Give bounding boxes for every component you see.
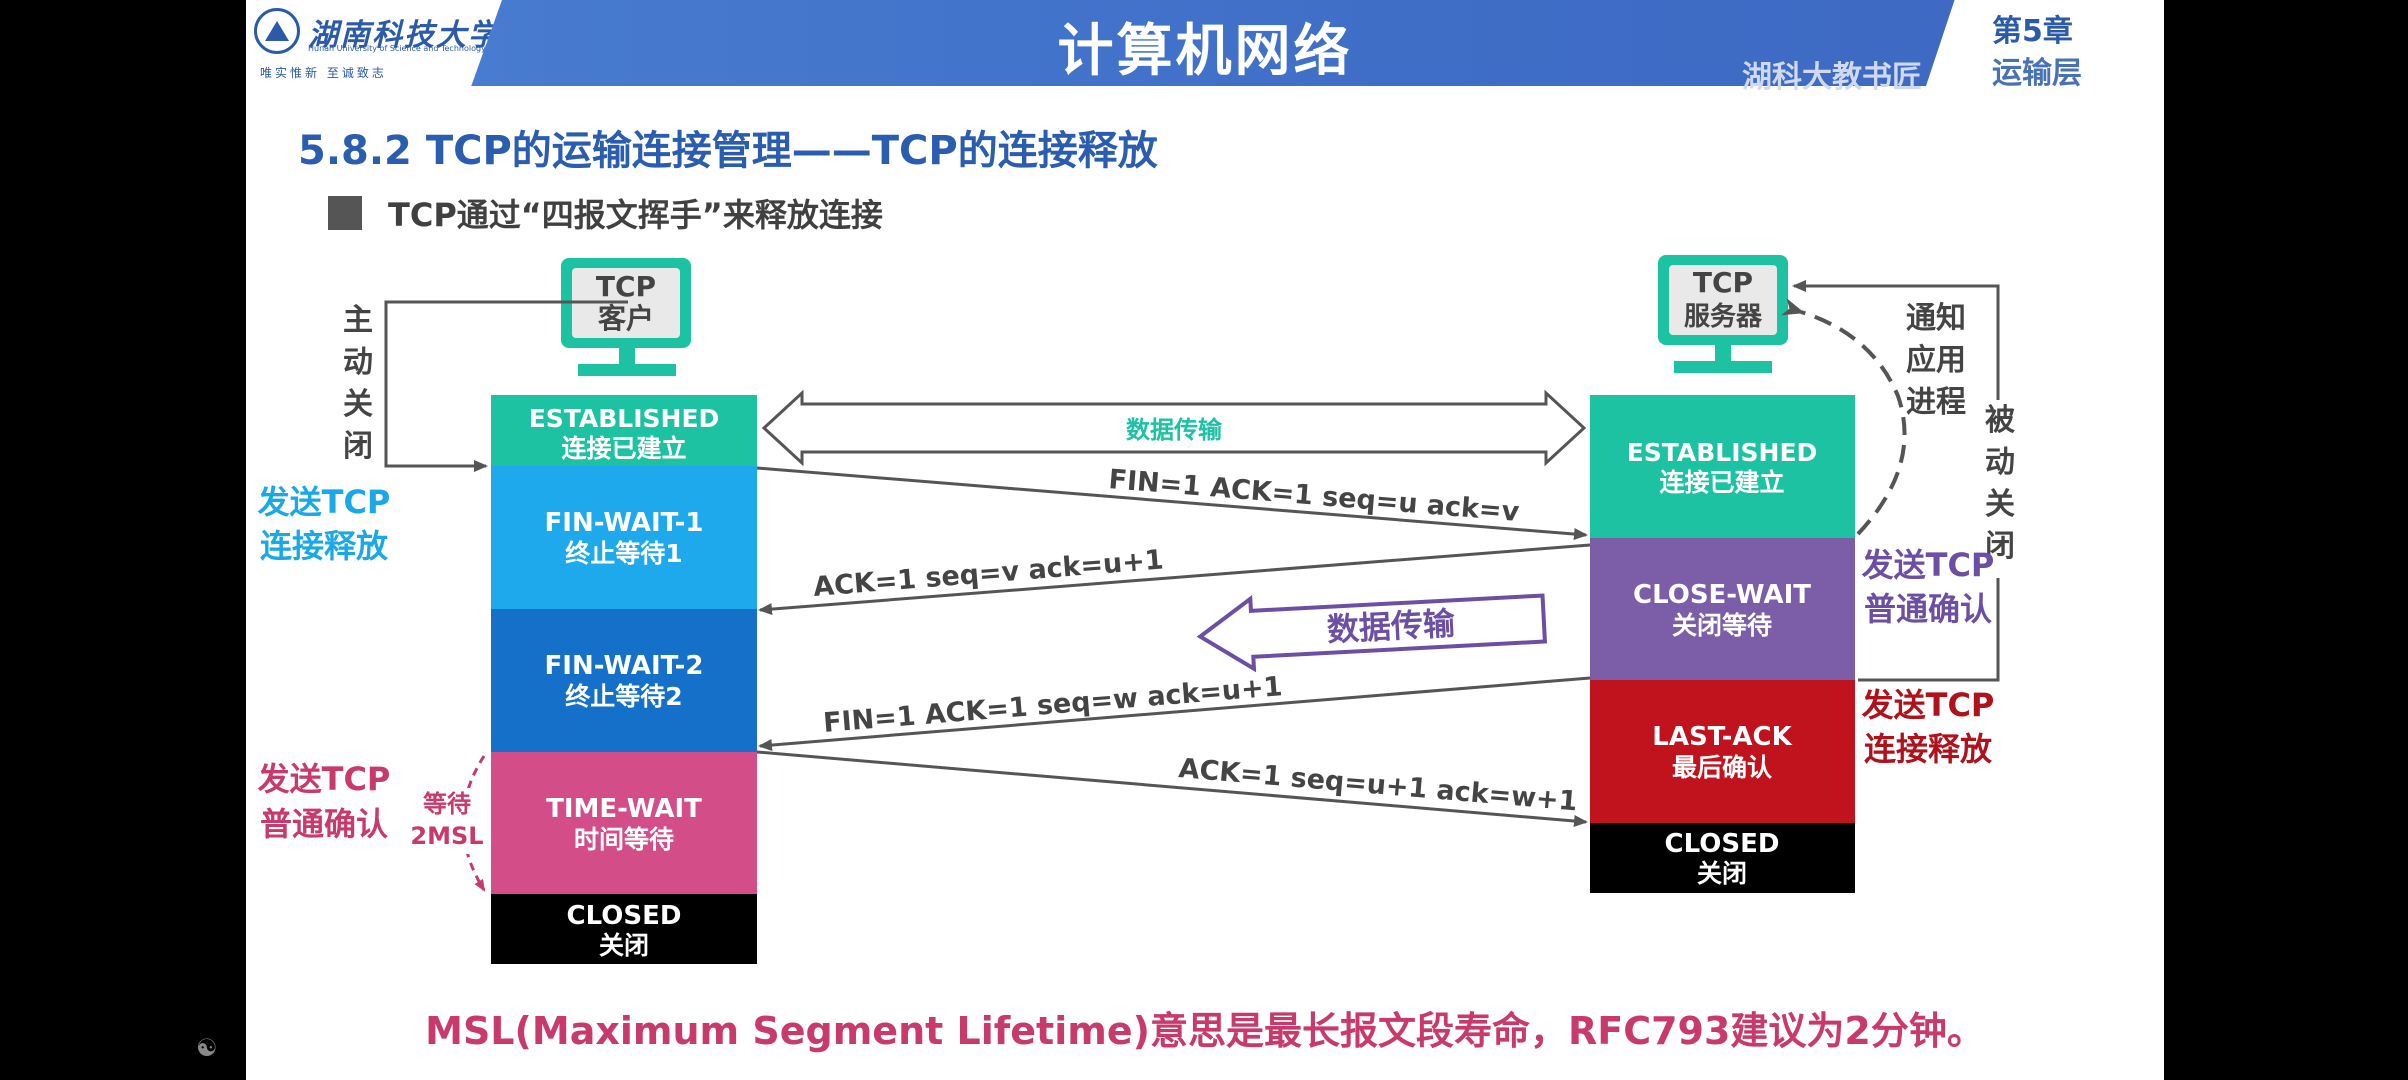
server-state-closed bbox=[1590, 823, 1855, 893]
active-close-bracket: 主 动 关 闭 bbox=[343, 296, 628, 474]
svg-text:CLOSE-WAIT: CLOSE-WAIT bbox=[1633, 580, 1811, 610]
people-icon[interactable]: ☯ bbox=[196, 1034, 218, 1062]
notify-app-label-3: 进程 bbox=[1906, 385, 1966, 420]
server-label-line2: 服务器 bbox=[1684, 302, 1763, 332]
svg-text:TIME-WAIT: TIME-WAIT bbox=[546, 794, 702, 824]
client-send-ack-label-2: 普通确认 bbox=[260, 805, 388, 843]
client-computer-icon: TCP 客户 bbox=[561, 258, 691, 376]
server-send-ack-label-1: 发送TCP bbox=[1862, 546, 1995, 584]
chapter-number: 第5章 bbox=[1992, 14, 2073, 49]
active-close-char-4: 闭 bbox=[343, 429, 373, 464]
wait-2msl-indicator: 等待 2MSL bbox=[410, 755, 486, 892]
university-motto: 唯实惟新 至诚致志 bbox=[260, 66, 387, 80]
svg-text:ESTABLISHED: ESTABLISHED bbox=[529, 404, 720, 433]
client-label-line1: TCP bbox=[596, 270, 656, 303]
university-name-en: Hunan University of Science and Technolo… bbox=[308, 44, 486, 53]
server-send-fin-label-2: 连接释放 bbox=[1864, 730, 1993, 768]
chapter-name: 运输层 bbox=[1992, 56, 2082, 91]
section-subheading: TCP通过“四报文挥手”来释放连接 bbox=[388, 196, 883, 234]
svg-text:连接已建立: 连接已建立 bbox=[1659, 468, 1784, 497]
client-state-time-wait bbox=[491, 752, 757, 894]
fin-1-label: FIN=1 ACK=1 seq=u ack=v bbox=[1107, 464, 1520, 528]
svg-text:关闭: 关闭 bbox=[1697, 859, 1747, 888]
svg-text:终止等待1: 终止等待1 bbox=[565, 539, 682, 568]
university-logo: 湖南科技大学 Hunan University of Science and T… bbox=[246, 0, 502, 86]
svg-text:关闭: 关闭 bbox=[599, 931, 649, 960]
client-label-line2: 客户 bbox=[598, 302, 654, 335]
client-state-column: ESTABLISHED 连接已建立 FIN-WAIT-1 终止等待1 FIN-W… bbox=[491, 395, 757, 964]
client-send-fin-label-1: 发送TCP bbox=[258, 483, 391, 521]
bullet-square-icon bbox=[328, 196, 362, 230]
notify-app-label-2: 应用 bbox=[1906, 343, 1966, 378]
passive-close-char-4: 闭 bbox=[1985, 529, 2015, 564]
msl-label: 2MSL bbox=[410, 822, 483, 850]
client-send-fin-label-2: 连接释放 bbox=[260, 527, 389, 565]
server-computer-icon: TCP 服务器 bbox=[1658, 255, 1788, 373]
svg-text:FIN-WAIT-1: FIN-WAIT-1 bbox=[545, 508, 704, 538]
watermark: 湖科大教书匠 bbox=[1742, 60, 1922, 95]
active-close-char-1: 主 bbox=[343, 303, 373, 338]
half-close-data-transfer-label: 数据传输 bbox=[1326, 604, 1457, 649]
fin-arrow-1 bbox=[756, 466, 1588, 541]
client-send-ack-label-1: 发送TCP bbox=[258, 760, 391, 798]
active-close-char-2: 动 bbox=[343, 345, 373, 380]
client-state-fin-wait-1 bbox=[491, 466, 757, 609]
server-state-column: ESTABLISHED 连接已建立 CLOSE-WAIT 关闭等待 LAST-A… bbox=[1590, 395, 1855, 893]
chapter-box bbox=[1926, 0, 2164, 86]
ack-2-label: ACK=1 seq=u+1 ack=w+1 bbox=[1177, 753, 1578, 817]
active-close-char-3: 关 bbox=[343, 387, 373, 422]
university-name: 湖南科技大学 bbox=[308, 18, 500, 53]
ack-arrow-2 bbox=[756, 750, 1588, 827]
server-state-established bbox=[1590, 395, 1855, 538]
section-heading: 5.8.2 TCP的运输连接管理——TCP的连接释放 bbox=[298, 128, 1158, 174]
svg-text:关闭等待: 关闭等待 bbox=[1672, 611, 1772, 640]
course-title: 计算机网络 bbox=[1057, 19, 1353, 84]
university-emblem-icon bbox=[254, 8, 300, 54]
passive-close-char-2: 动 bbox=[1985, 445, 2015, 480]
data-transfer-label: 数据传输 bbox=[1126, 416, 1223, 444]
svg-text:终止等待2: 终止等待2 bbox=[565, 682, 682, 711]
svg-text:CLOSED: CLOSED bbox=[567, 901, 682, 931]
msl-footnote: MSL(Maximum Segment Lifetime)意思是最长报文段寿命，… bbox=[425, 1009, 1985, 1053]
client-state-fin-wait-2 bbox=[491, 609, 757, 752]
svg-text:最后确认: 最后确认 bbox=[1672, 753, 1772, 782]
server-state-close-wait bbox=[1590, 538, 1855, 680]
ack-1-label: ACK=1 seq=v ack=u+1 bbox=[812, 545, 1165, 603]
four-way-handshake-diagram: TCP 客户 TCP 服务器 ESTABLISHED 连接已建立 FIN-WAI… bbox=[258, 255, 2020, 964]
notify-app-label-1: 通知 bbox=[1906, 301, 1966, 336]
passive-close-char-3: 关 bbox=[1985, 487, 2015, 522]
fin-2-label: FIN=1 ACK=1 seq=w ack=u+1 bbox=[822, 671, 1283, 739]
passive-close-char-1: 被 bbox=[1985, 403, 2015, 438]
client-state-closed bbox=[491, 894, 757, 964]
server-send-fin-label-1: 发送TCP bbox=[1862, 686, 1995, 724]
passive-close-bracket: 被 动 关 闭 bbox=[1792, 280, 2020, 682]
server-label-line1: TCP bbox=[1693, 266, 1753, 299]
client-state-established bbox=[491, 395, 757, 466]
ack-arrow-1 bbox=[758, 543, 1591, 616]
server-state-last-ack bbox=[1590, 680, 1855, 823]
svg-text:LAST-ACK: LAST-ACK bbox=[1652, 722, 1792, 752]
half-close-data-transfer-arrow: 数据传输 bbox=[1196, 593, 1548, 673]
fin-arrow-2 bbox=[758, 676, 1591, 752]
title-banner bbox=[246, 0, 2164, 86]
svg-text:时间等待: 时间等待 bbox=[574, 825, 674, 854]
server-send-ack-label-2: 普通确认 bbox=[1864, 590, 1992, 628]
svg-text:CLOSED: CLOSED bbox=[1665, 829, 1780, 859]
wait-label: 等待 bbox=[423, 790, 471, 818]
slide: 湖南科技大学 Hunan University of Science and T… bbox=[246, 0, 2164, 1080]
svg-text:ESTABLISHED: ESTABLISHED bbox=[1627, 438, 1818, 467]
svg-text:FIN-WAIT-2: FIN-WAIT-2 bbox=[545, 651, 704, 681]
svg-text:连接已建立: 连接已建立 bbox=[561, 434, 686, 463]
data-transfer-double-arrow: 数据传输 bbox=[761, 389, 1587, 467]
notify-app-indicator: 通知 应用 进程 bbox=[1781, 298, 1966, 536]
